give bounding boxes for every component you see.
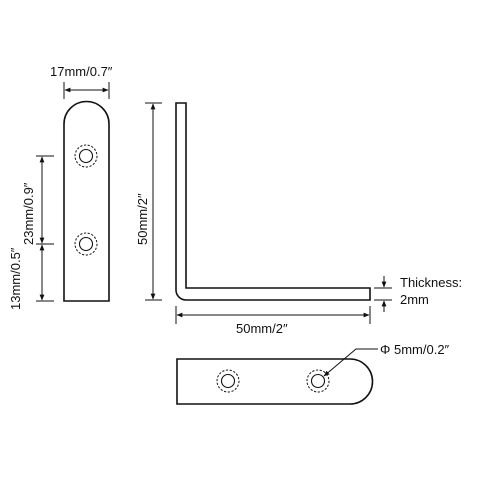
l-profile	[175, 102, 371, 301]
bottom-offset-label: 13mm/0.5″	[8, 247, 23, 310]
dimension-length: 50mm/2″	[175, 306, 371, 336]
side-view	[175, 102, 371, 301]
dimension-hole-diameter: Φ 5mm/0.2″	[323, 342, 450, 377]
dimension-hole-spacing: 23mm/0.9″ 13mm/0.5″	[8, 155, 54, 310]
dimension-thickness: Thickness: 2mm	[374, 275, 462, 312]
top-hole-left-countersink	[216, 369, 240, 393]
front-hole-top	[78, 148, 94, 164]
length-label: 50mm/2″	[236, 321, 288, 336]
hole-diameter-label: Φ 5mm/0.2″	[380, 342, 450, 357]
front-view	[63, 100, 110, 302]
hole-spacing-label: 23mm/0.9″	[21, 182, 36, 245]
thickness-title: Thickness:	[400, 275, 462, 290]
front-hole-top-countersink	[74, 144, 98, 168]
top-hole-right	[310, 373, 326, 389]
top-view	[176, 358, 374, 405]
front-plate	[63, 100, 110, 302]
thickness-value: 2mm	[400, 292, 429, 307]
top-hole-left	[220, 373, 236, 389]
front-hole-bottom-countersink	[74, 232, 98, 256]
front-hole-bottom	[78, 236, 94, 252]
top-plate	[176, 358, 374, 405]
dimension-top-width: 17mm/0.7″	[50, 64, 113, 99]
dimension-height: 50mm/2″	[135, 102, 162, 301]
top-width-label: 17mm/0.7″	[50, 64, 113, 79]
top-hole-right-countersink	[306, 369, 330, 393]
height-label: 50mm/2″	[135, 193, 150, 245]
